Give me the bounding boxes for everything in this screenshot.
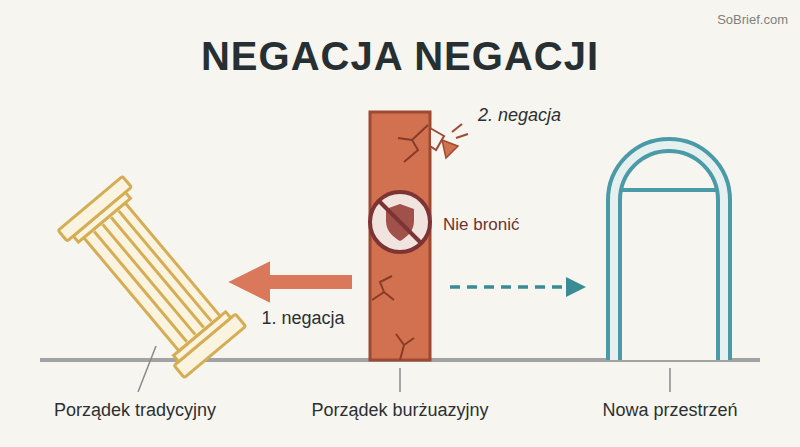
column-icon [58,176,247,379]
leader-lines [138,346,670,392]
no-defend-icon [370,192,430,252]
negation-arrow [262,275,352,289]
title: NEGACJA NEGACJI [201,33,599,79]
icon-label: Nie bronić [443,215,520,235]
part-label: Porządek tradycyjny [54,400,216,421]
wall-icon [370,112,468,360]
arch-icon [608,139,730,360]
part-label: Nowa przestrzeń [602,400,737,421]
step-label: 2. negacja [478,105,561,126]
step-label: 1. negacja [261,308,344,329]
dashed-arrow [450,277,586,297]
part-label: Porządek burżuazyjny [311,400,488,421]
watermark: SoBrief.com [717,13,788,28]
